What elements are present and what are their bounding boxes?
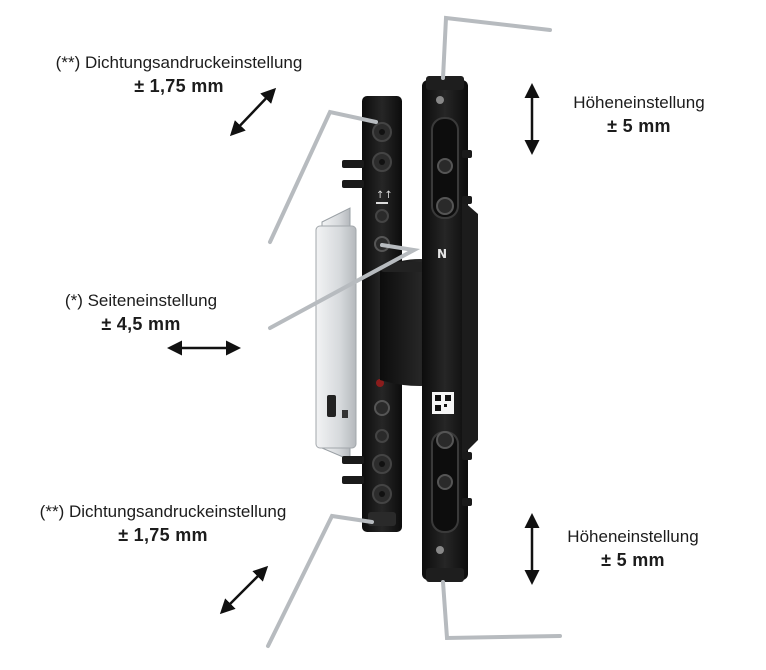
label-height-top-title: Höheneinstellung bbox=[573, 93, 705, 112]
label-seal-top-title: (**) Dichtungsandruckeinstellung bbox=[55, 53, 303, 72]
label-seal-bottom-value: ± 1,75 mm bbox=[118, 525, 208, 545]
leaf-part-right: Ν bbox=[422, 76, 478, 582]
arrow-seal-top bbox=[229, 87, 277, 137]
allen-wrench-bottom bbox=[441, 580, 562, 641]
allen-wrench-seal-top bbox=[268, 109, 378, 244]
label-seal-top-value: ± 1,75 mm bbox=[134, 76, 224, 96]
svg-text:Ν: Ν bbox=[437, 247, 447, 261]
label-lateral-title: (*) Seiteneinstellung bbox=[64, 291, 218, 310]
label-lateral: (*) Seiteneinstellung ± 4,5 mm bbox=[30, 290, 252, 336]
label-height-top: Höheneinstellung ± 5 mm bbox=[548, 92, 730, 138]
label-seal-bottom-title: (**) Dichtungsandruckeinstellung bbox=[39, 502, 287, 521]
allen-wrench-top bbox=[441, 15, 552, 80]
allen-wrench-lateral bbox=[268, 243, 421, 330]
label-height-bottom: Höheneinstellung ± 5 mm bbox=[542, 526, 724, 572]
label-height-bottom-value: ± 5 mm bbox=[601, 550, 665, 570]
svg-text:↑↑: ↑↑ bbox=[376, 190, 393, 201]
label-height-bottom-title: Höheneinstellung bbox=[567, 527, 699, 546]
label-seal-top: (**) Dichtungsandruckeinstellung ± 1,75 … bbox=[14, 52, 344, 98]
mounting-plate bbox=[315, 207, 357, 461]
arrow-seal-bottom bbox=[219, 565, 269, 615]
label-height-top-value: ± 5 mm bbox=[607, 116, 671, 136]
label-lateral-value: ± 4,5 mm bbox=[101, 314, 181, 334]
label-seal-bottom: (**) Dichtungsandruckeinstellung ± 1,75 … bbox=[0, 501, 326, 547]
allen-wrench-seal-bottom bbox=[266, 513, 374, 648]
